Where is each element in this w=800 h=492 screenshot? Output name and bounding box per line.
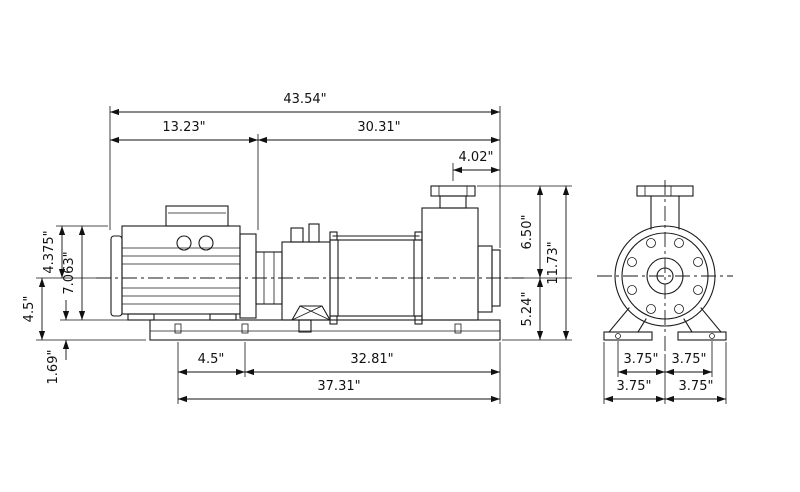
- dim-overall-base-length: 37.31": [178, 379, 500, 403]
- dim-label-end-bolt-left: 3.75": [624, 352, 659, 367]
- discharge-flange: [430, 185, 476, 197]
- dim-motor-section: 13.23": [110, 120, 258, 144]
- dim-overall-length: 43.54": [110, 92, 500, 116]
- dim-motor-top-height: 4.375": [42, 226, 66, 278]
- suction-flange: [491, 249, 501, 307]
- dim-label-foot-bolt-spacing: 4.5": [198, 352, 225, 367]
- foot-pad: [677, 331, 727, 341]
- dim-label-end-base-right: 3.75": [679, 379, 714, 394]
- dim-left-base-height: 4.5": [22, 278, 46, 340]
- dim-end-bolt-right: 3.75": [665, 352, 712, 376]
- priming-plug: [308, 223, 320, 243]
- dim-discharge-offset: 4.02": [453, 150, 500, 174]
- dim-pump-section: 30.31": [258, 120, 500, 144]
- discharge-neck: [439, 195, 467, 209]
- discharge-flange-front: [636, 185, 694, 197]
- dim-label-overall-length: 43.54": [283, 92, 326, 107]
- support-bracket: [291, 305, 331, 321]
- casing-bolt: [674, 238, 684, 248]
- dim-label-end-base-left: 3.75": [617, 379, 652, 394]
- side-view: [96, 185, 524, 341]
- dim-label-pump-section: 30.31": [357, 120, 400, 135]
- dim-centerline-height: 5.24": [520, 278, 544, 340]
- base-bolt-slot: [174, 323, 182, 334]
- foot-pad: [603, 331, 653, 341]
- dim-label-overall-base-length: 37.31": [317, 379, 360, 394]
- terminal-box: [165, 205, 229, 227]
- dim-label-motor-section: 13.23": [162, 120, 205, 135]
- end-view-feet: [603, 307, 727, 341]
- vent-plug: [290, 227, 304, 243]
- motor-foot: [127, 313, 155, 321]
- base-bolt-slot: [241, 323, 249, 334]
- dim-label-base-length: 32.81": [350, 352, 393, 367]
- pump-head: [421, 185, 501, 321]
- casing-bolt: [674, 304, 684, 314]
- casing-bolt: [693, 257, 703, 267]
- dim-base-thickness: 1.69": [46, 300, 70, 385]
- dim-overall-height: 11.73": [546, 186, 570, 340]
- drain-plug: [298, 319, 312, 333]
- base-bolt-slot: [454, 323, 462, 334]
- dim-end-bolt-left: 3.75": [618, 352, 665, 376]
- end-view-discharge: [636, 185, 694, 230]
- dim-end-base-right: 3.75": [665, 379, 726, 403]
- tie-rod-nut: [329, 231, 338, 241]
- dim-motor-height: 7.063": [62, 226, 86, 320]
- motor-eyelet: [176, 235, 192, 251]
- foot-bolt-hole: [709, 333, 715, 339]
- casing-bolt: [627, 257, 637, 267]
- end-view: [597, 180, 733, 352]
- motor: [110, 225, 257, 321]
- dim-label-end-bolt-right: 3.75": [672, 352, 707, 367]
- casing-bolt: [627, 285, 637, 295]
- dim-label-discharge-offset: 4.02": [459, 150, 494, 165]
- pump-casing-front: [614, 225, 716, 327]
- motor-eyelet: [198, 235, 214, 251]
- dim-label-base-thickness: 1.69": [46, 350, 61, 385]
- dim-discharge-height: 6.50": [520, 186, 544, 278]
- dim-label-motor-top-height: 4.375": [42, 230, 57, 273]
- casing-bolt: [646, 304, 656, 314]
- dim-end-base-left: 3.75": [604, 379, 665, 403]
- dim-base-length: 32.81": [245, 352, 500, 376]
- dimensions: 43.54" 13.23" 30.31" 4.02" 6.50" 5.24" 1…: [22, 92, 726, 403]
- foot-bolt-hole: [615, 333, 621, 339]
- motor-drive-flange: [239, 233, 257, 319]
- dim-label-overall-height: 11.73": [546, 241, 561, 284]
- end-casing: [477, 245, 493, 313]
- baseplate: [149, 319, 501, 341]
- dim-foot-bolt-spacing: 4.5": [178, 352, 245, 376]
- casing-bolt: [646, 238, 656, 248]
- dim-label-centerline-height: 5.24": [520, 292, 535, 327]
- casing-bolt: [693, 285, 703, 295]
- dim-label-left-base-height: 4.5": [22, 296, 37, 323]
- dim-label-motor-height: 7.063": [62, 251, 77, 294]
- motor-foot: [209, 313, 237, 321]
- dim-label-discharge-height: 6.50": [520, 215, 535, 250]
